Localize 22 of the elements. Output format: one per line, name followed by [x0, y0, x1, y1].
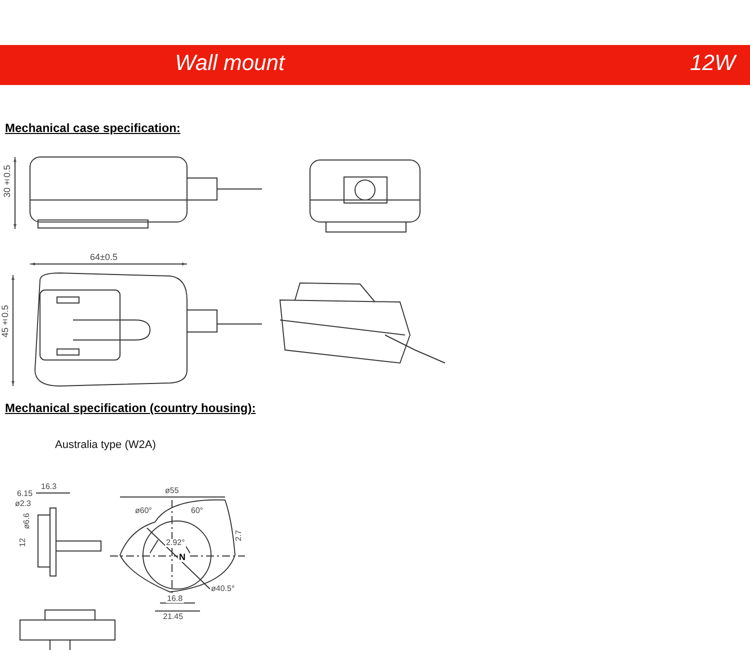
dimension-label: 45±0.5	[1, 305, 10, 338]
dimension-label: 60°	[190, 507, 204, 515]
dimension-label: ø2.3	[14, 500, 32, 508]
dimension-label: 2.92°	[165, 539, 186, 547]
dimension-label: ø40.5°	[210, 585, 236, 593]
dimension-label: 16.8	[166, 595, 184, 603]
caption-text: Australia type (W2A)	[55, 440, 156, 451]
dimension-label: 21.45	[162, 613, 184, 621]
section-heading: Mechanical specification (country housing):	[5, 402, 256, 414]
dimension-label: ø6.6	[22, 513, 32, 530]
dimension-label: 6.15	[16, 490, 34, 498]
dimension-label: 16.3	[40, 483, 58, 491]
dimension-label: 12	[18, 538, 28, 547]
dimension-label: 64±0.5	[90, 253, 118, 262]
dimension-label: ø60°	[134, 507, 153, 515]
polarity-mark: N	[178, 553, 186, 562]
dimension-label: ø55	[164, 487, 180, 495]
header-text: Wall mount	[175, 52, 285, 74]
dimension-label: 30±0.5	[3, 165, 12, 198]
dimension-label: 2.7	[234, 530, 244, 542]
section-heading: Mechanical case specification:	[5, 122, 180, 134]
header-text: 12W	[690, 52, 736, 74]
